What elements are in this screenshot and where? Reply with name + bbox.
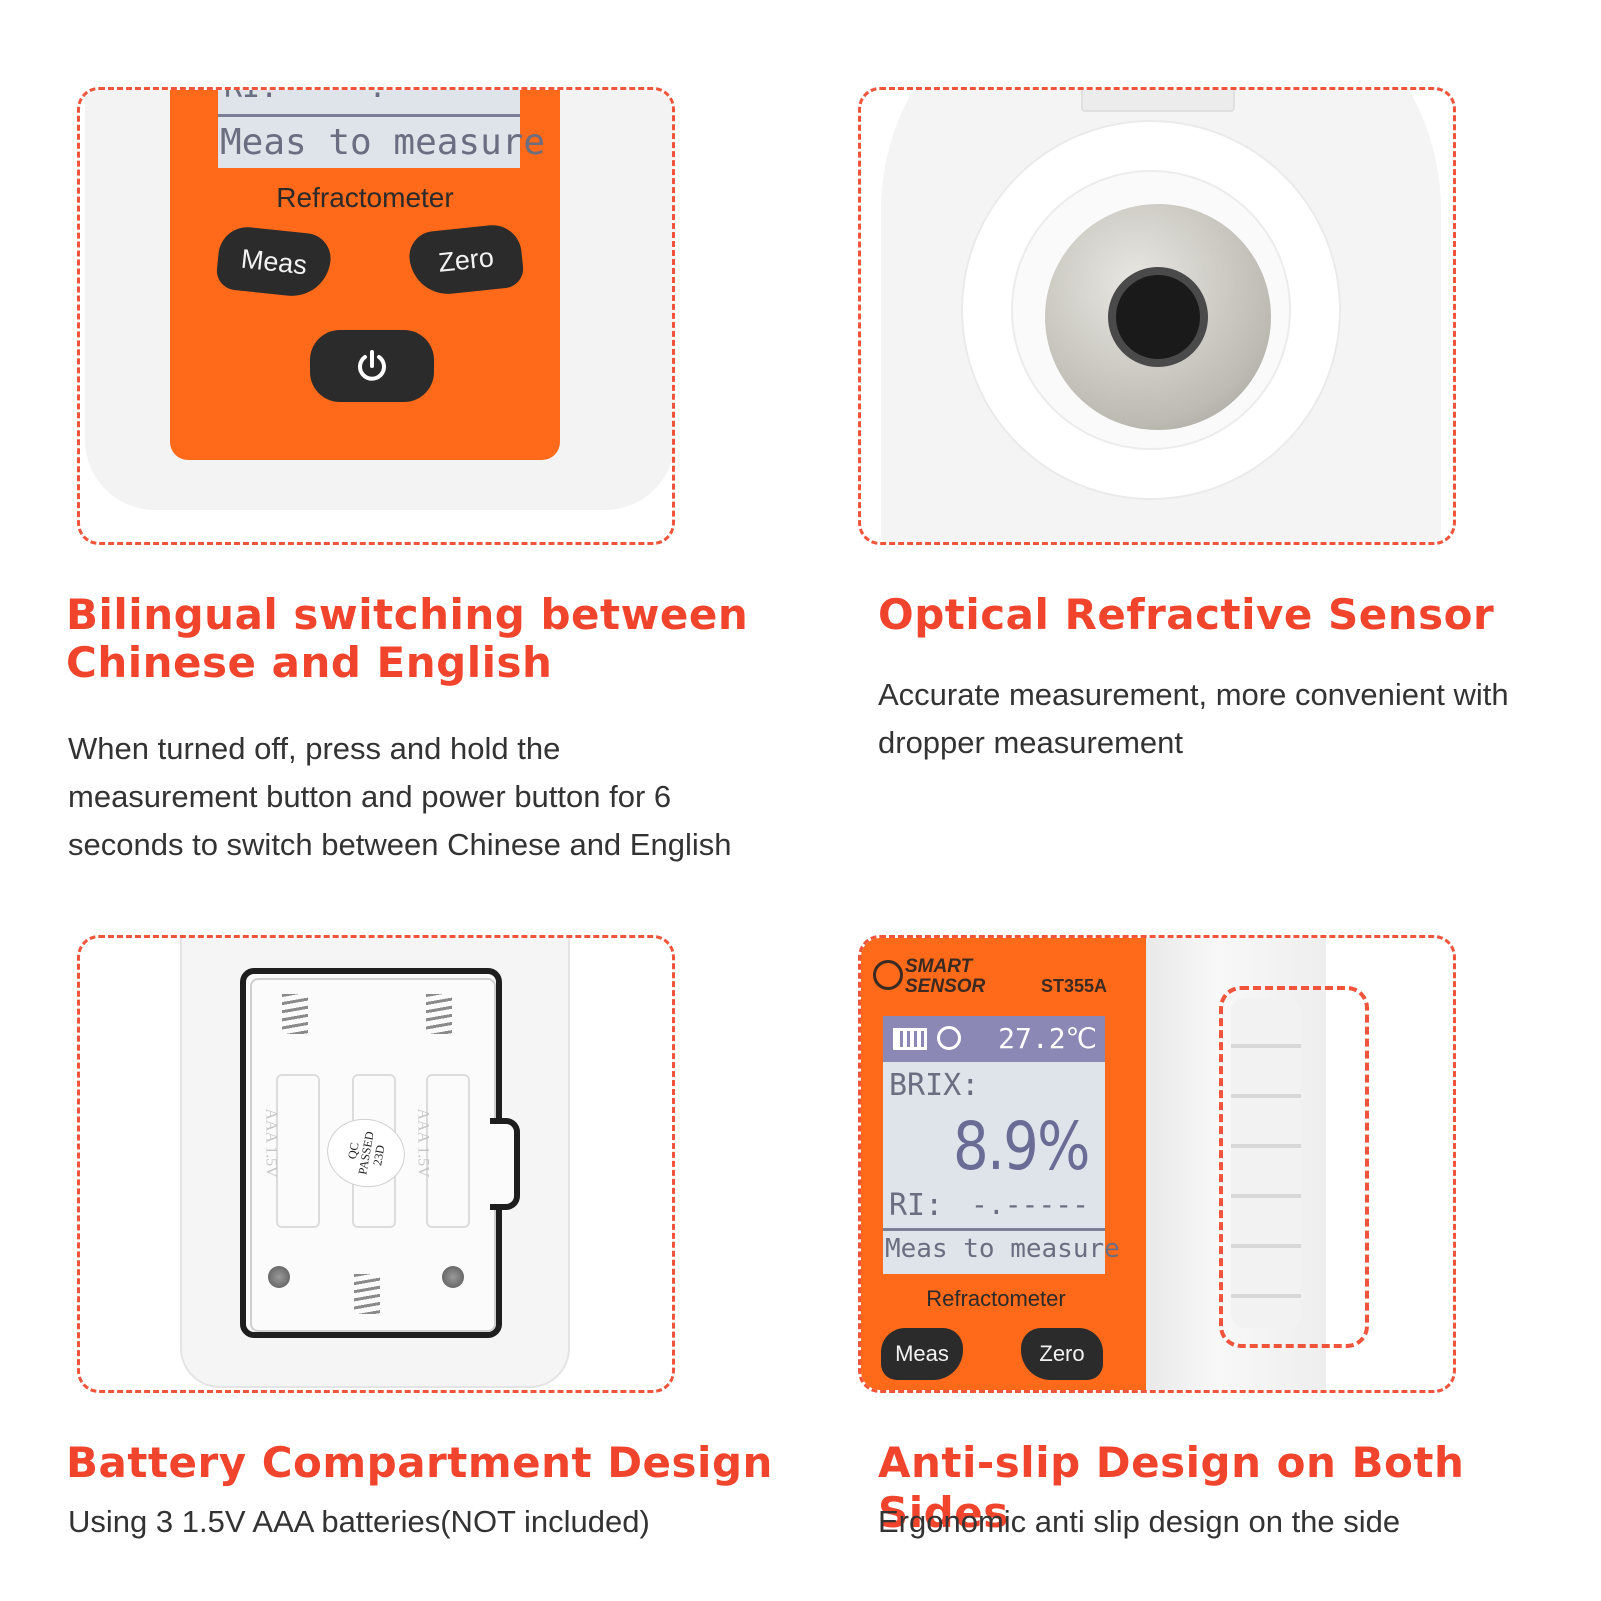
spring-icon bbox=[282, 994, 308, 1034]
meas-button[interactable]: Meas bbox=[881, 1328, 963, 1380]
brand-line1: SMART bbox=[905, 956, 973, 977]
feature-2-desc-line2: dropper measurement bbox=[878, 725, 1183, 760]
lcd-screen: RI: -.---- Meas to measure bbox=[218, 87, 545, 168]
panel-optical-sensor bbox=[858, 87, 1456, 545]
feature-2-heading: Optical Refractive Sensor bbox=[878, 590, 1495, 639]
feature-4-desc-line1: Ergonomic anti slip design on the side bbox=[878, 1504, 1401, 1539]
qc-line3: 23D bbox=[369, 1143, 387, 1167]
panel-battery: AAA 1.5V AAA 1.5V QC PASSED 23D bbox=[77, 935, 675, 1393]
device-side-orange: SMART SENSOR ST355A 27.2℃ BRIX: 8.9% RI:… bbox=[861, 938, 1146, 1390]
lcd-ri-line: RI: -.---- bbox=[224, 87, 459, 105]
spring-icon bbox=[426, 994, 452, 1034]
meas-button[interactable]: Meas bbox=[214, 224, 334, 300]
battery-slot bbox=[276, 1074, 320, 1228]
feature-1-heading-line2: Chinese and English bbox=[66, 638, 553, 687]
lcd-status-text: Meas to measure bbox=[885, 1234, 1120, 1264]
brix-label: BRIX: bbox=[889, 1068, 980, 1103]
feature-3-desc-line1: Using 3 1.5V AAA batteries(NOT included) bbox=[68, 1504, 650, 1539]
screw-icon bbox=[268, 1266, 290, 1288]
device-face-orange: RI: -.---- Meas to measure Refractometer… bbox=[170, 87, 560, 460]
lcd-top-bar: 27.2℃ bbox=[883, 1016, 1105, 1062]
feature-1-desc-line3: seconds to switch between Chinese and En… bbox=[68, 827, 732, 862]
latch-notch bbox=[490, 1118, 520, 1210]
feature-4-heading: Anti-slip Design on Both Sides bbox=[878, 1438, 1465, 1537]
power-icon bbox=[358, 350, 386, 381]
prism-window bbox=[1108, 267, 1208, 367]
feature-1-desc-line2: measurement button and power button for … bbox=[68, 779, 672, 814]
ri-label: RI: bbox=[889, 1188, 944, 1223]
timer-icon bbox=[937, 1026, 961, 1050]
lcd-screen: 27.2℃ BRIX: 8.9% RI: -.----- Meas to mea… bbox=[883, 1016, 1120, 1274]
battery-compartment: AAA 1.5V AAA 1.5V QC PASSED 23D bbox=[240, 968, 502, 1338]
model-label: ST355A bbox=[1041, 976, 1108, 996]
battery-icon bbox=[893, 1028, 927, 1050]
grip-highlight-box bbox=[1219, 986, 1369, 1348]
feature-1-heading-line1: Bilingual switching between bbox=[66, 590, 749, 639]
cell-label: AAA 1.5V bbox=[262, 1108, 280, 1178]
panel-anti-slip: SMART SENSOR ST355A 27.2℃ BRIX: 8.9% RI:… bbox=[858, 935, 1456, 1393]
feature-1-desc-line1: When turned off, press and hold the bbox=[68, 731, 561, 766]
screw-icon bbox=[442, 1266, 464, 1288]
panel-device-front: RI: -.---- Meas to measure Refractometer… bbox=[77, 87, 675, 545]
lcd-status-text: Meas to measure bbox=[220, 122, 546, 163]
brand-line2: SENSOR bbox=[905, 976, 986, 997]
brix-value: 8.9% bbox=[953, 1108, 1090, 1185]
zero-button[interactable]: Zero bbox=[406, 222, 526, 298]
ri-value: -.----- bbox=[970, 1188, 1089, 1221]
power-button[interactable] bbox=[310, 330, 434, 402]
hinge bbox=[1081, 90, 1235, 112]
device-label: Refractometer bbox=[926, 1286, 1066, 1311]
grip-ridges bbox=[1231, 998, 1301, 1328]
cell-label: AAA 1.5V bbox=[414, 1108, 432, 1178]
zero-button[interactable]: Zero bbox=[1021, 1328, 1103, 1380]
temperature-readout: 27.2℃ bbox=[998, 1022, 1097, 1055]
brand-logo-icon bbox=[873, 960, 903, 990]
feature-2-desc-line1: Accurate measurement, more convenient wi… bbox=[878, 677, 1509, 712]
spring-icon bbox=[354, 1274, 380, 1314]
device-label: Refractometer bbox=[276, 182, 454, 213]
feature-3-heading: Battery Compartment Design bbox=[66, 1438, 773, 1487]
battery-slot bbox=[426, 1074, 470, 1228]
